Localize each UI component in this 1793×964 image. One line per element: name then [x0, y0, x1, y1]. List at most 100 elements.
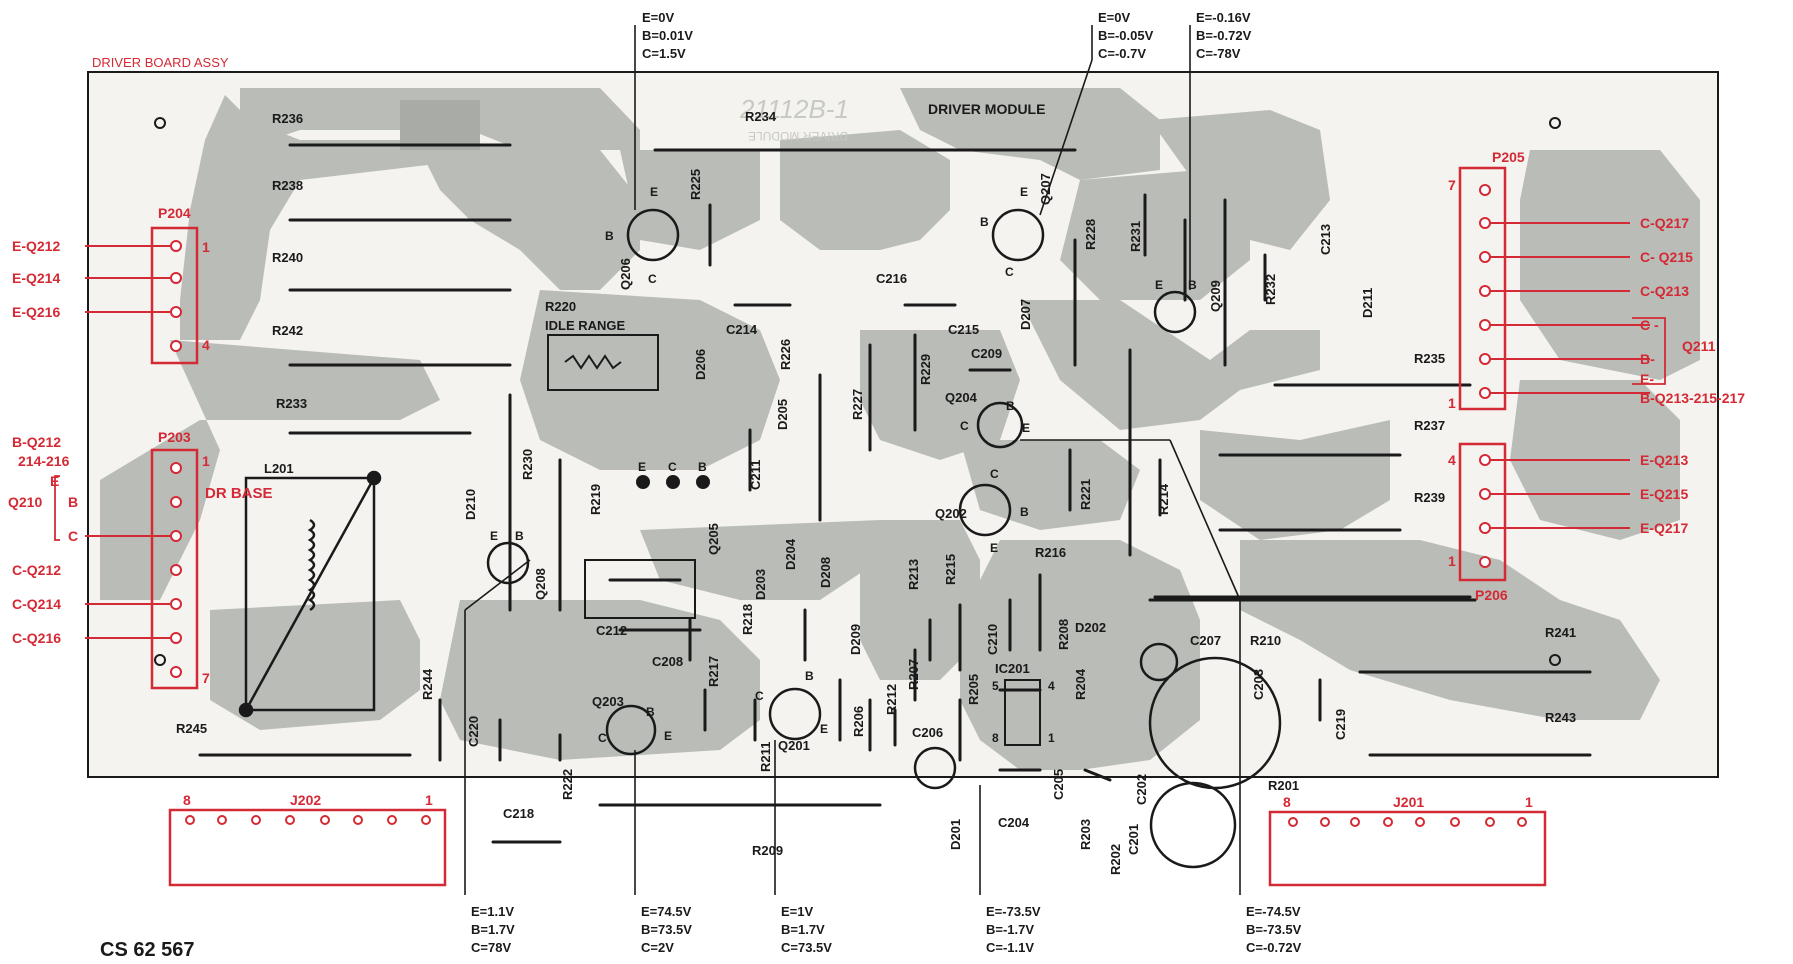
q209-pin-e: E	[1155, 278, 1163, 292]
part-label-r233: R233	[276, 396, 307, 411]
part-label-r232: R232	[1263, 274, 1278, 305]
part-label-d206: D206	[693, 349, 708, 380]
p205-label-b: B-	[1640, 351, 1655, 367]
p206-label-eq215: E-Q215	[1640, 486, 1688, 502]
q209-voltage-b: B=-0.72V	[1196, 28, 1252, 43]
part-label-r242: R242	[272, 323, 303, 338]
p205-name: P205	[1492, 149, 1525, 165]
brackets	[54, 317, 1666, 541]
p204-label-2: E-Q214	[12, 270, 60, 286]
q204-voltage-e: E=-73.5V	[986, 904, 1041, 919]
p203-pin-first: 1	[202, 453, 210, 469]
p205-pin-last: 1	[1448, 395, 1456, 411]
p204-name: P204	[158, 205, 191, 221]
q201-pin-e: E	[820, 722, 828, 736]
p206-pin-first: 4	[1448, 452, 1456, 468]
p203-label-bq212: B-Q212	[12, 434, 61, 450]
q203-pin-b: B	[646, 705, 655, 719]
part-label-r221: R221	[1078, 479, 1093, 510]
j201-pin-first: 8	[1283, 794, 1291, 810]
part-label-c213: C213	[1318, 224, 1333, 255]
part-label-r244: R244	[420, 668, 435, 700]
part-label-r217: R217	[706, 656, 721, 687]
part-label-c220: C220	[466, 716, 481, 747]
part-label-r238: R238	[272, 178, 303, 193]
part-label-c212: C212	[596, 623, 627, 638]
q202-pin-b: B	[1020, 505, 1029, 519]
part-label-r211: R211	[758, 742, 773, 772]
voltage-leaders	[464, 25, 1241, 895]
q203-pin-c: C	[598, 731, 607, 745]
part-label-c208: C208	[652, 654, 683, 669]
q209-voltage-c: C=-78V	[1196, 46, 1241, 61]
q202-pin-c: C	[990, 467, 999, 481]
part-label-c205: C205	[1051, 769, 1066, 800]
p205-label-cq215: C- Q215	[1640, 249, 1693, 265]
part-label-d210: D210	[463, 489, 478, 520]
part-label-r222: R222	[560, 769, 575, 800]
inductor-l201	[238, 470, 382, 718]
q205-pin-c: C	[668, 460, 677, 474]
part-label-r213: R213	[906, 559, 921, 590]
board-assy-label: DRIVER BOARD ASSY	[92, 55, 229, 70]
part-label-r220: R220	[545, 299, 576, 314]
connector-pads	[170, 184, 1527, 827]
p203-label-cq216: C-Q216	[12, 630, 61, 646]
part-label-r212: R212	[884, 684, 899, 715]
q202-voltage-b: B=-73.5V	[1246, 922, 1302, 937]
part-label-r236: R236	[272, 111, 303, 126]
mounting-holes	[154, 117, 1561, 666]
part-label-r216: R216	[1035, 545, 1066, 560]
j201-name: J201	[1393, 794, 1424, 810]
p206-pin-last: 1	[1448, 553, 1456, 569]
q201-voltage-b: B=1.7V	[781, 922, 825, 937]
part-label-c214: C214	[726, 322, 758, 337]
silk-board-number: 21112B-1	[739, 94, 849, 124]
q204-voltage-c: C=-1.1V	[986, 940, 1034, 955]
part-label-r207: R207	[906, 659, 921, 690]
part-label-d204: D204	[783, 538, 798, 570]
part-label-c206: C206	[912, 725, 943, 740]
part-label-r215: R215	[943, 554, 958, 585]
part-label-r218: R218	[740, 604, 755, 635]
part-label-c201: C201	[1126, 824, 1141, 855]
part-label-d208: D208	[818, 557, 833, 588]
p203-dr-base: DR BASE	[205, 485, 273, 502]
q207-pin-c: C	[1005, 265, 1014, 279]
part-label-r202: R202	[1108, 844, 1123, 875]
part-label-r225: R225	[688, 169, 703, 200]
q201-voltage-c: C=73.5V	[781, 940, 832, 955]
part-label-r240: R240	[272, 250, 303, 265]
part-label-d205: D205	[775, 399, 790, 430]
part-label-c215: C215	[948, 322, 979, 337]
q208-voltage-e: E=1.1V	[471, 904, 514, 919]
ic201-pin-5: 5	[992, 679, 999, 693]
part-label-r210: R210	[1250, 633, 1281, 648]
voltage-blocks: E=0V B=0.01V C=1.5V E=0V B=-0.05V C=-0.7…	[471, 10, 1302, 955]
part-label-r227: R227	[850, 389, 865, 420]
part-label-r205: R205	[966, 674, 981, 705]
q206-voltage-b: B=0.01V	[642, 28, 693, 43]
ic201-body	[1004, 679, 1041, 746]
p204-label-3: E-Q216	[12, 304, 60, 320]
q206-pin-c: C	[648, 272, 657, 286]
p204-pin-last: 4	[202, 337, 210, 353]
connector-labels: P204 1 4 E-Q212 E-Q214 E-Q216 P203 1 7 B…	[8, 149, 1745, 810]
q206-pin-e: E	[650, 185, 658, 199]
q209-voltage-e: E=-0.16V	[1196, 10, 1251, 25]
q204-pin-e: E	[1022, 421, 1030, 435]
part-label-r243: R243	[1545, 710, 1576, 725]
silk-module-label: DRIVER MODULE	[748, 129, 848, 143]
part-label-d209: D209	[848, 624, 863, 655]
p203-pin-last: 7	[202, 670, 210, 686]
component-lines	[198, 143, 1592, 844]
q202-voltage-e: E=-74.5V	[1246, 904, 1301, 919]
j201-pin-last: 1	[1525, 794, 1533, 810]
q205-module	[584, 475, 710, 619]
part-label-c203: C203	[1251, 669, 1266, 700]
part-label-q209: Q209	[1208, 280, 1223, 312]
pin-letters: E B C E B C E B E C B C B E C B E E B B …	[490, 185, 1197, 745]
p203-name: P203	[158, 429, 191, 445]
p205-label-c: C -	[1640, 317, 1659, 333]
